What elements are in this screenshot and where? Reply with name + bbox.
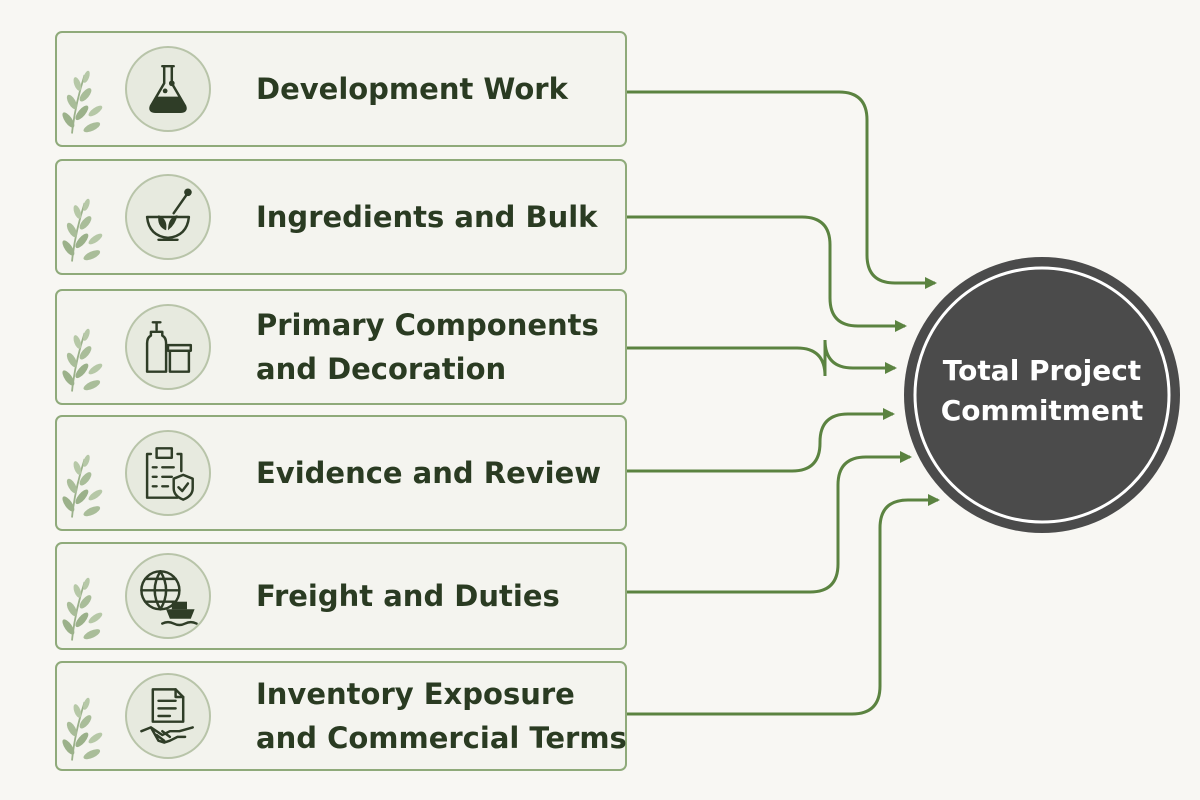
globe-ship-icon — [140, 570, 198, 627]
flask-icon — [149, 64, 187, 114]
connector-arrow-5 — [626, 451, 912, 594]
icon-badge — [125, 46, 211, 132]
icon-badge — [125, 553, 211, 639]
connector-arrow-3 — [626, 339, 897, 377]
target-label-line-1: Total Project — [943, 354, 1141, 387]
connector-arrow-2 — [626, 215, 907, 332]
connector-arrow-4 — [626, 408, 895, 473]
document-handshake-icon — [140, 688, 194, 744]
card-label-line: and Commercial Terms — [256, 721, 627, 755]
cost-item-card: Freight and Duties — [55, 542, 627, 650]
card-label-line: Primary Components — [256, 308, 599, 342]
card-label-line: Ingredients and Bulk — [256, 200, 598, 234]
bottle-jar-icon — [145, 321, 193, 373]
card-label-line: and Decoration — [256, 352, 506, 386]
clipboard-shield-icon — [145, 447, 194, 501]
connector-arrow-1 — [626, 90, 937, 289]
card-label-line: Development Work — [256, 72, 569, 106]
cost-item-card: Development Work — [55, 31, 627, 147]
target-label-line-2: Commitment — [941, 394, 1144, 427]
cost-item-card: Inventory Exposure and Commercial Terms — [55, 661, 627, 771]
total-project-commitment-node: Total Project Commitment — [904, 257, 1180, 533]
cost-item-card: Ingredients and Bulk — [55, 159, 627, 275]
target-circle — [904, 257, 1180, 533]
cost-item-card: Evidence and Review — [55, 415, 627, 531]
target-ring — [913, 266, 1171, 524]
card-label-line: Inventory Exposure — [256, 677, 575, 711]
cost-item-card: Primary Components and Decoration — [55, 289, 627, 405]
icon-badge — [125, 430, 211, 516]
mortar-pestle-icon — [145, 188, 192, 242]
card-label-line: Evidence and Review — [256, 456, 601, 490]
connector-arrow-6 — [626, 494, 940, 716]
card-label-line: Freight and Duties — [256, 579, 560, 613]
